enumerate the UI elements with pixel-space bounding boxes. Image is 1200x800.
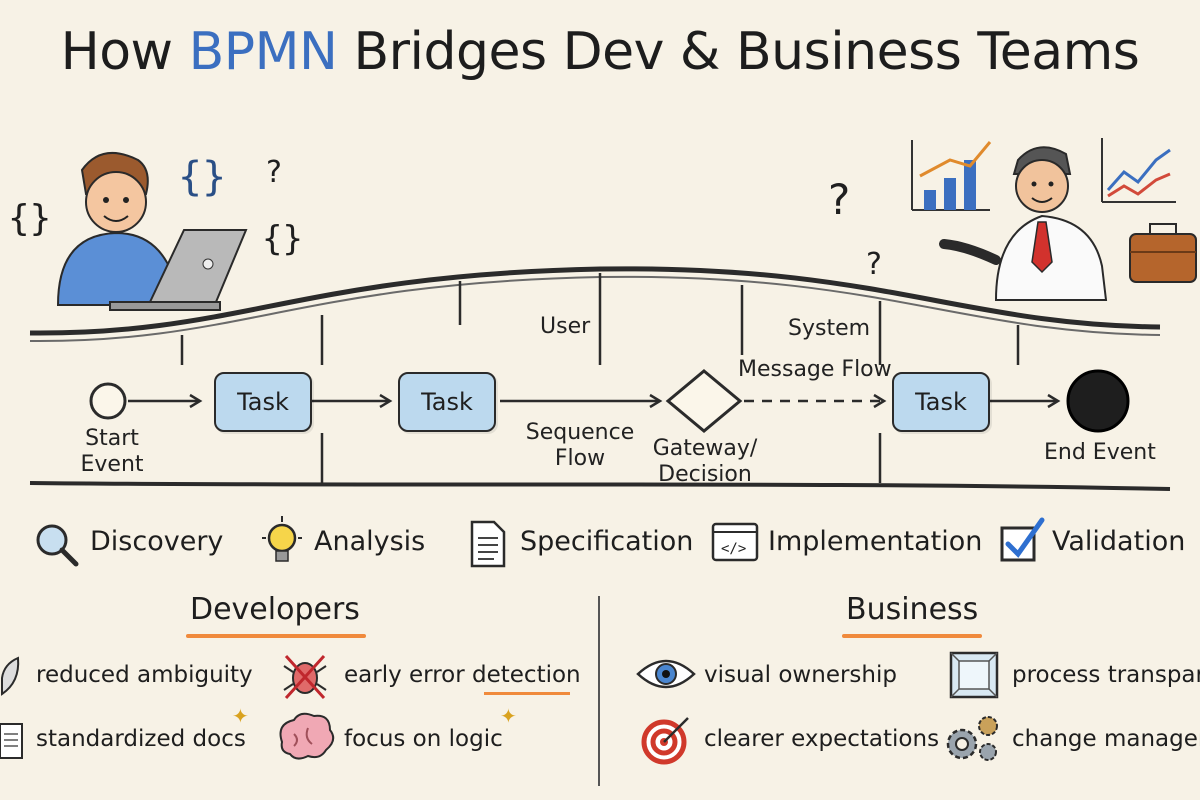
dev-benefit-item: reduced ambiguity: [36, 662, 253, 688]
gateway-diamond-icon: [665, 369, 743, 433]
task-box: Task: [214, 372, 312, 432]
business-underline: [842, 634, 982, 638]
dev-benefit-item: standardized docs: [36, 726, 246, 752]
flow-arrows: [128, 393, 1061, 409]
business-title: Business: [846, 592, 979, 627]
book-icon: [0, 718, 26, 762]
dev-benefit-item: focus on logic: [344, 726, 503, 752]
sparkle-icon: ✦: [232, 704, 249, 728]
task-box: Task: [398, 372, 496, 432]
title-suffix: Bridges Dev & Business Teams: [337, 22, 1140, 82]
svg-text:</>: </>: [721, 541, 746, 557]
line-chart-icon: [1101, 138, 1176, 203]
title-prefix: How: [60, 22, 189, 82]
business-illustration: ? ?: [828, 138, 1197, 301]
dev-benefit-item: early error detection: [344, 662, 581, 688]
sparkle-icon: ✦: [500, 704, 517, 728]
document-icon: [466, 518, 510, 570]
question-mark-icon: ?: [318, 172, 320, 223]
start-event-icon: [89, 382, 127, 420]
laptop-icon: [109, 229, 248, 311]
businessman-figure: [939, 146, 1108, 301]
lane-label-user: User: [540, 314, 591, 339]
biz-benefit-item: change manageme: [1012, 726, 1200, 752]
pool-bottom-border: [29, 481, 1171, 491]
developers-title: Developers: [190, 592, 360, 627]
target-icon: [640, 712, 694, 766]
phase-analysis: Analysis: [314, 526, 426, 557]
phase-discovery: Discovery: [90, 526, 224, 557]
code-window-icon: </>: [710, 520, 760, 564]
lightbulb-icon: [256, 514, 306, 570]
page-title: How BPMN Bridges Dev & Business Teams: [0, 22, 1200, 82]
gears-icon: [940, 712, 1004, 766]
gateway-label: Gateway/ Decision: [652, 436, 758, 487]
eye-icon: [636, 656, 696, 692]
biz-benefit-item: process transpare: [1012, 662, 1200, 688]
pool-top-border: [29, 266, 1161, 336]
biz-benefit-item: visual ownership: [704, 662, 897, 688]
end-event-icon: [1066, 369, 1130, 433]
code-braces-icon: {}: [178, 154, 226, 200]
phase-specification: Specification: [520, 526, 694, 557]
lane-dividers: [180, 273, 1020, 483]
brain-icon: [274, 712, 336, 764]
phase-validation: Validation: [1052, 526, 1186, 557]
biz-benefit-item: clearer expectations: [704, 726, 940, 752]
message-flow-label: Message Flow: [738, 357, 892, 382]
frame-icon: [948, 650, 1000, 700]
phase-implementation: Implementation: [768, 526, 983, 557]
question-mark-icon: ?: [866, 247, 882, 282]
title-highlight: BPMN: [188, 22, 338, 82]
start-event-label: Start Event: [80, 426, 144, 477]
lane-label-system: System: [788, 316, 871, 341]
question-mark-icon: ?: [828, 175, 850, 224]
section-divider: [598, 596, 600, 786]
bpmn-pool: [29, 266, 1171, 491]
detection-underline: [484, 692, 570, 695]
code-braces-icon: {}: [262, 219, 303, 259]
bar-chart-icon: [911, 140, 992, 211]
bug-icon: [282, 650, 328, 700]
question-mark-icon: ?: [266, 155, 282, 190]
sequence-flow-label: Sequence Flow: [525, 420, 635, 471]
end-event-label: End Event: [1044, 440, 1156, 465]
checkbox-icon: [998, 514, 1048, 566]
briefcase-icon: [1129, 223, 1197, 283]
developers-underline: [186, 634, 366, 638]
developer-figure: [56, 152, 178, 306]
magnifier-icon: [32, 520, 82, 570]
developer-illustration: {} {} {} ? ?: [8, 152, 320, 311]
feather-icon: [0, 656, 24, 696]
task-box: Task: [892, 372, 990, 432]
code-braces-icon: {}: [8, 198, 51, 239]
